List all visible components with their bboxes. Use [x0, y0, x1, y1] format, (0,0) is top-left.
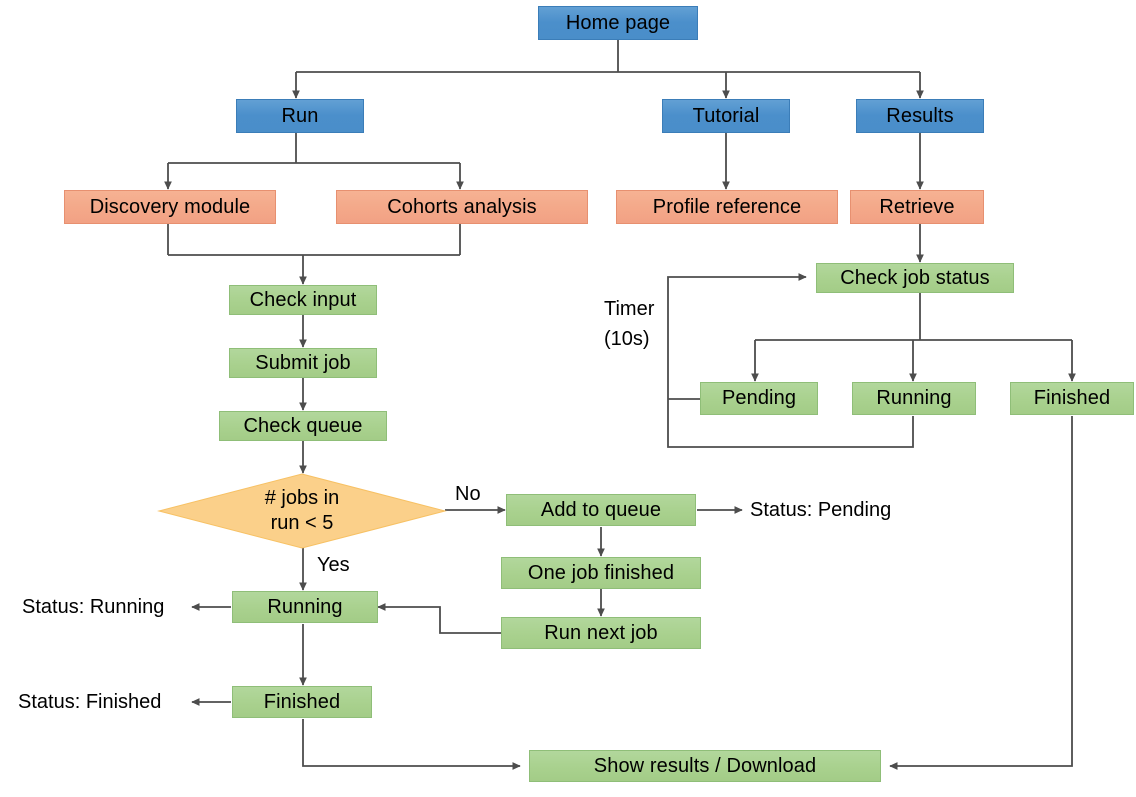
node-show-results-download[interactable]: Show results / Download	[529, 750, 881, 782]
node-status-finished[interactable]: Finished	[1010, 382, 1134, 415]
node-show-results-download-label: Show results / Download	[593, 754, 817, 777]
status-finished-text: Status: Finished	[18, 691, 162, 713]
node-finished-label: Finished	[263, 690, 341, 713]
decision-label-line1: # jobs in	[264, 487, 340, 509]
node-home-page[interactable]: Home page	[538, 6, 698, 40]
label-status-pending: Status: Pending	[750, 498, 891, 523]
node-check-input[interactable]: Check input	[229, 285, 377, 315]
timer-line2-text: (10s)	[604, 328, 650, 350]
node-cohorts-analysis[interactable]: Cohorts analysis	[336, 190, 588, 224]
node-check-input-label: Check input	[249, 288, 357, 311]
node-check-queue-label: Check queue	[243, 414, 363, 437]
node-status-pending-label: Pending	[721, 387, 797, 410]
node-retrieve-label: Retrieve	[879, 195, 955, 218]
node-status-running-label: Running	[876, 387, 952, 410]
node-run[interactable]: Run	[236, 99, 364, 133]
node-status-pending[interactable]: Pending	[700, 382, 818, 415]
node-run-next-job-label: Run next job	[544, 621, 658, 644]
node-check-job-status-label: Check job status	[840, 266, 990, 289]
node-decision-jobs-in-run[interactable]: # jobs in run < 5	[157, 473, 447, 549]
node-status-finished-label: Finished	[1033, 387, 1111, 410]
node-cohorts-analysis-label: Cohorts analysis	[387, 195, 537, 218]
label-timer-line2: (10s)	[604, 327, 650, 352]
label-timer-line1: Timer	[604, 297, 654, 322]
node-tutorial[interactable]: Tutorial	[662, 99, 790, 133]
node-running-label: Running	[267, 595, 343, 618]
node-submit-job-label: Submit job	[255, 351, 351, 374]
edge-label-yes: Yes	[317, 553, 350, 578]
edge-yes-text: Yes	[317, 554, 350, 576]
node-profile-reference-label: Profile reference	[652, 195, 802, 218]
node-results[interactable]: Results	[856, 99, 984, 133]
node-running[interactable]: Running	[232, 591, 378, 623]
node-check-job-status[interactable]: Check job status	[816, 263, 1014, 293]
decision-label: # jobs in run < 5	[157, 473, 447, 549]
label-status-finished: Status: Finished	[18, 690, 161, 715]
status-running-text: Status: Running	[22, 596, 165, 618]
node-profile-reference[interactable]: Profile reference	[616, 190, 838, 224]
node-submit-job[interactable]: Submit job	[229, 348, 377, 378]
node-run-label: Run	[281, 104, 319, 127]
node-tutorial-label: Tutorial	[692, 104, 760, 127]
node-discovery-module-label: Discovery module	[89, 195, 251, 218]
node-discovery-module[interactable]: Discovery module	[64, 190, 276, 224]
status-pending-text: Status: Pending	[750, 499, 892, 521]
decision-label-line2: run < 5	[270, 512, 334, 534]
node-one-job-finished[interactable]: One job finished	[501, 557, 701, 589]
node-finished[interactable]: Finished	[232, 686, 372, 718]
timer-line1-text: Timer	[604, 298, 655, 320]
node-check-queue[interactable]: Check queue	[219, 411, 387, 441]
label-status-running: Status: Running	[22, 595, 164, 620]
node-results-label: Results	[886, 104, 954, 127]
node-one-job-finished-label: One job finished	[527, 561, 675, 584]
edge-label-no: No	[455, 482, 481, 507]
diamond-shape	[157, 473, 447, 549]
node-home-page-label: Home page	[565, 11, 671, 34]
edge-no-text: No	[455, 483, 481, 505]
node-add-to-queue[interactable]: Add to queue	[506, 494, 696, 526]
node-run-next-job[interactable]: Run next job	[501, 617, 701, 649]
node-status-running[interactable]: Running	[852, 382, 976, 415]
node-add-to-queue-label: Add to queue	[540, 498, 662, 521]
node-retrieve[interactable]: Retrieve	[850, 190, 984, 224]
